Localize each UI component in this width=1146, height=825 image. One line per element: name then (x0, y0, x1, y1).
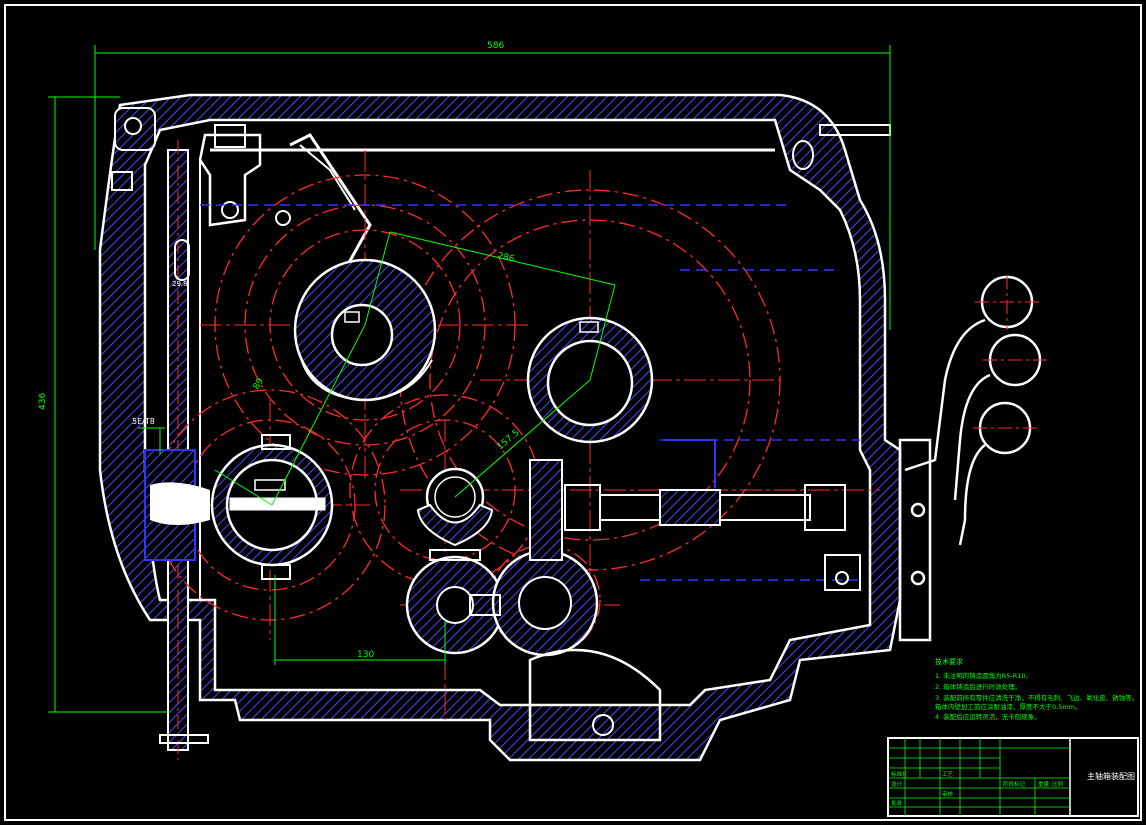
right-output-shaft (529, 439, 861, 591)
notes-line-4: 箱体内壁加工前应涂耐油漆，厚度不大于0.5mm。 (935, 702, 1082, 711)
notes-line-2: 2. 箱体铸造后进行时效处理。 (935, 682, 1021, 691)
dim-overall-width: 586 (487, 41, 504, 51)
technical-notes: 技术要求 1. 未注明的铸造圆角为R5-R10。 2. 箱体铸造后进行时效处理。… (935, 657, 1138, 721)
title-block-standard: 标准化 (891, 770, 908, 778)
title-block-title: 主轴箱装配图 (1087, 771, 1135, 781)
title-block: 主轴箱装配图 标准化 工艺 设计 审核 批准 阶段标记 重量 比例 (887, 737, 1139, 817)
left-gear-hub (144, 434, 334, 580)
title-block-approve: 批准 (891, 799, 903, 807)
shift-handles (898, 275, 1042, 642)
notes-line-1: 1. 未注明的铸造圆角为R5-R10。 (935, 671, 1032, 680)
gearbox-housing (98, 93, 902, 762)
title-block-design: 设计 (891, 780, 903, 788)
title-block-col-scale: 比例 (1052, 780, 1064, 788)
dim-center-left: 89 (252, 376, 266, 391)
intermediate-shaft (416, 467, 494, 547)
dim-overall-height: 436 (38, 393, 48, 410)
sheet-border (4, 4, 1142, 821)
notes-heading: 技术要求 (935, 657, 963, 666)
notes-line-3: 3. 装配前所有零件应清洗干净，不得有毛刺、飞边、氧化皮、锈蚀等。 (935, 693, 1138, 702)
dim-left-small: 29.8 (172, 280, 188, 288)
notes-line-5: 4. 装配后应运转灵活，无卡阻现象。 (935, 712, 1041, 721)
title-block-review: 审核 (942, 790, 954, 798)
bottom-gear-pair (405, 549, 662, 742)
title-block-col-stage: 阶段标记 (1003, 780, 1026, 788)
upper-shaft-gear (293, 258, 437, 402)
title-block-col-weight: 重量 (1038, 780, 1050, 788)
dim-left-label: 5E/T8 (132, 417, 155, 426)
dim-center-top: 286 (496, 251, 515, 265)
title-block-process: 工艺 (942, 771, 954, 778)
dimension-lines (48, 45, 891, 713)
dim-center-bottom: 130 (357, 650, 374, 660)
dim-center-diag: 157.5 (496, 428, 522, 452)
